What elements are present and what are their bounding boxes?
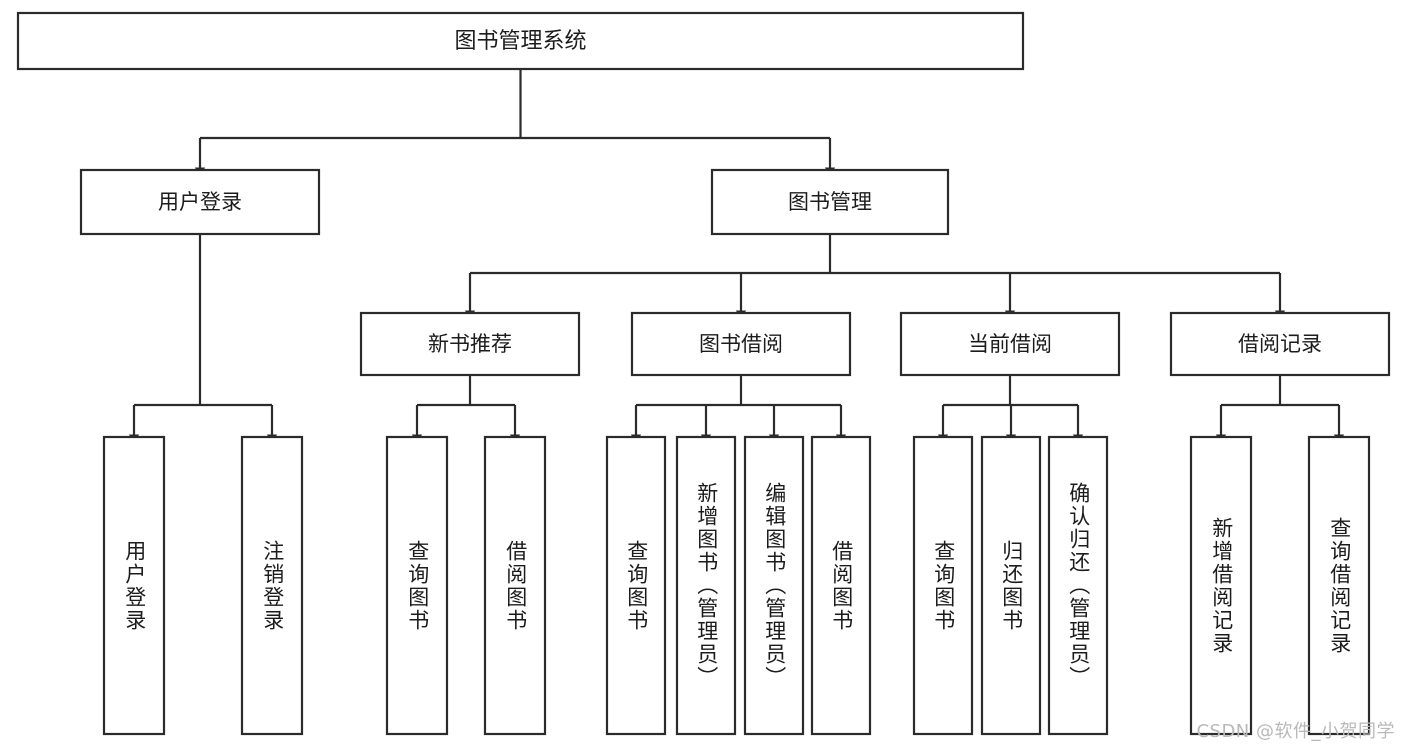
connectors-layer [128,69,1345,444]
leaf-node[interactable] [1047,435,1109,736]
leaf-node[interactable] [605,435,667,736]
leaf-box[interactable] [810,435,872,736]
leaf-box[interactable] [483,435,547,736]
leaf-node[interactable] [810,435,872,736]
level2-node[interactable]: 图书管理 [710,168,950,236]
leaf-node[interactable] [102,435,166,736]
level2-box[interactable] [710,168,950,236]
level3-label: 图书借阅 [699,332,783,356]
leaf-box[interactable] [912,435,974,736]
leaf-node[interactable] [240,435,304,736]
root-label: 图书管理系统 [454,29,586,54]
level3-box[interactable] [1169,311,1391,377]
level3-node[interactable]: 新书推荐 [359,311,581,377]
leaf-node[interactable] [675,435,737,736]
root-box[interactable] [16,11,1025,71]
leaf-box[interactable] [240,435,304,736]
leaf-box[interactable] [102,435,166,736]
level3-box[interactable] [630,311,852,377]
level3-node[interactable]: 借阅记录 [1169,311,1391,377]
leaf-box[interactable] [1189,435,1253,736]
leaf-node[interactable] [912,435,974,736]
level3-label: 借阅记录 [1238,332,1322,356]
leaf-box[interactable] [1307,435,1371,736]
level3-node[interactable]: 当前借阅 [899,311,1121,377]
leaf-node[interactable] [1307,435,1371,736]
leaf-node[interactable] [980,435,1042,736]
leaf-box[interactable] [675,435,737,736]
root-node[interactable]: 图书管理系统 [16,11,1025,71]
level3-box[interactable] [899,311,1121,377]
level3-box[interactable] [359,311,581,377]
leaf-box[interactable] [605,435,667,736]
leaf-box[interactable] [385,435,449,736]
level3-label: 当前借阅 [968,332,1052,356]
level3-label: 新书推荐 [428,332,512,356]
leaf-box[interactable] [980,435,1042,736]
watermark-credit: CSDN @软件_小贺同学 [1196,721,1395,742]
leaf-box[interactable] [743,435,805,736]
level2-label: 图书管理 [788,190,872,214]
level2-node[interactable]: 用户登录 [79,168,321,236]
leaf-node[interactable] [743,435,805,736]
leaf-box[interactable] [1047,435,1109,736]
leaf-node[interactable] [385,435,449,736]
leaf-node[interactable] [1189,435,1253,736]
level2-label: 用户登录 [158,190,242,214]
level3-node[interactable]: 图书借阅 [630,311,852,377]
leaf-node[interactable] [483,435,547,736]
level2-box[interactable] [79,168,321,236]
